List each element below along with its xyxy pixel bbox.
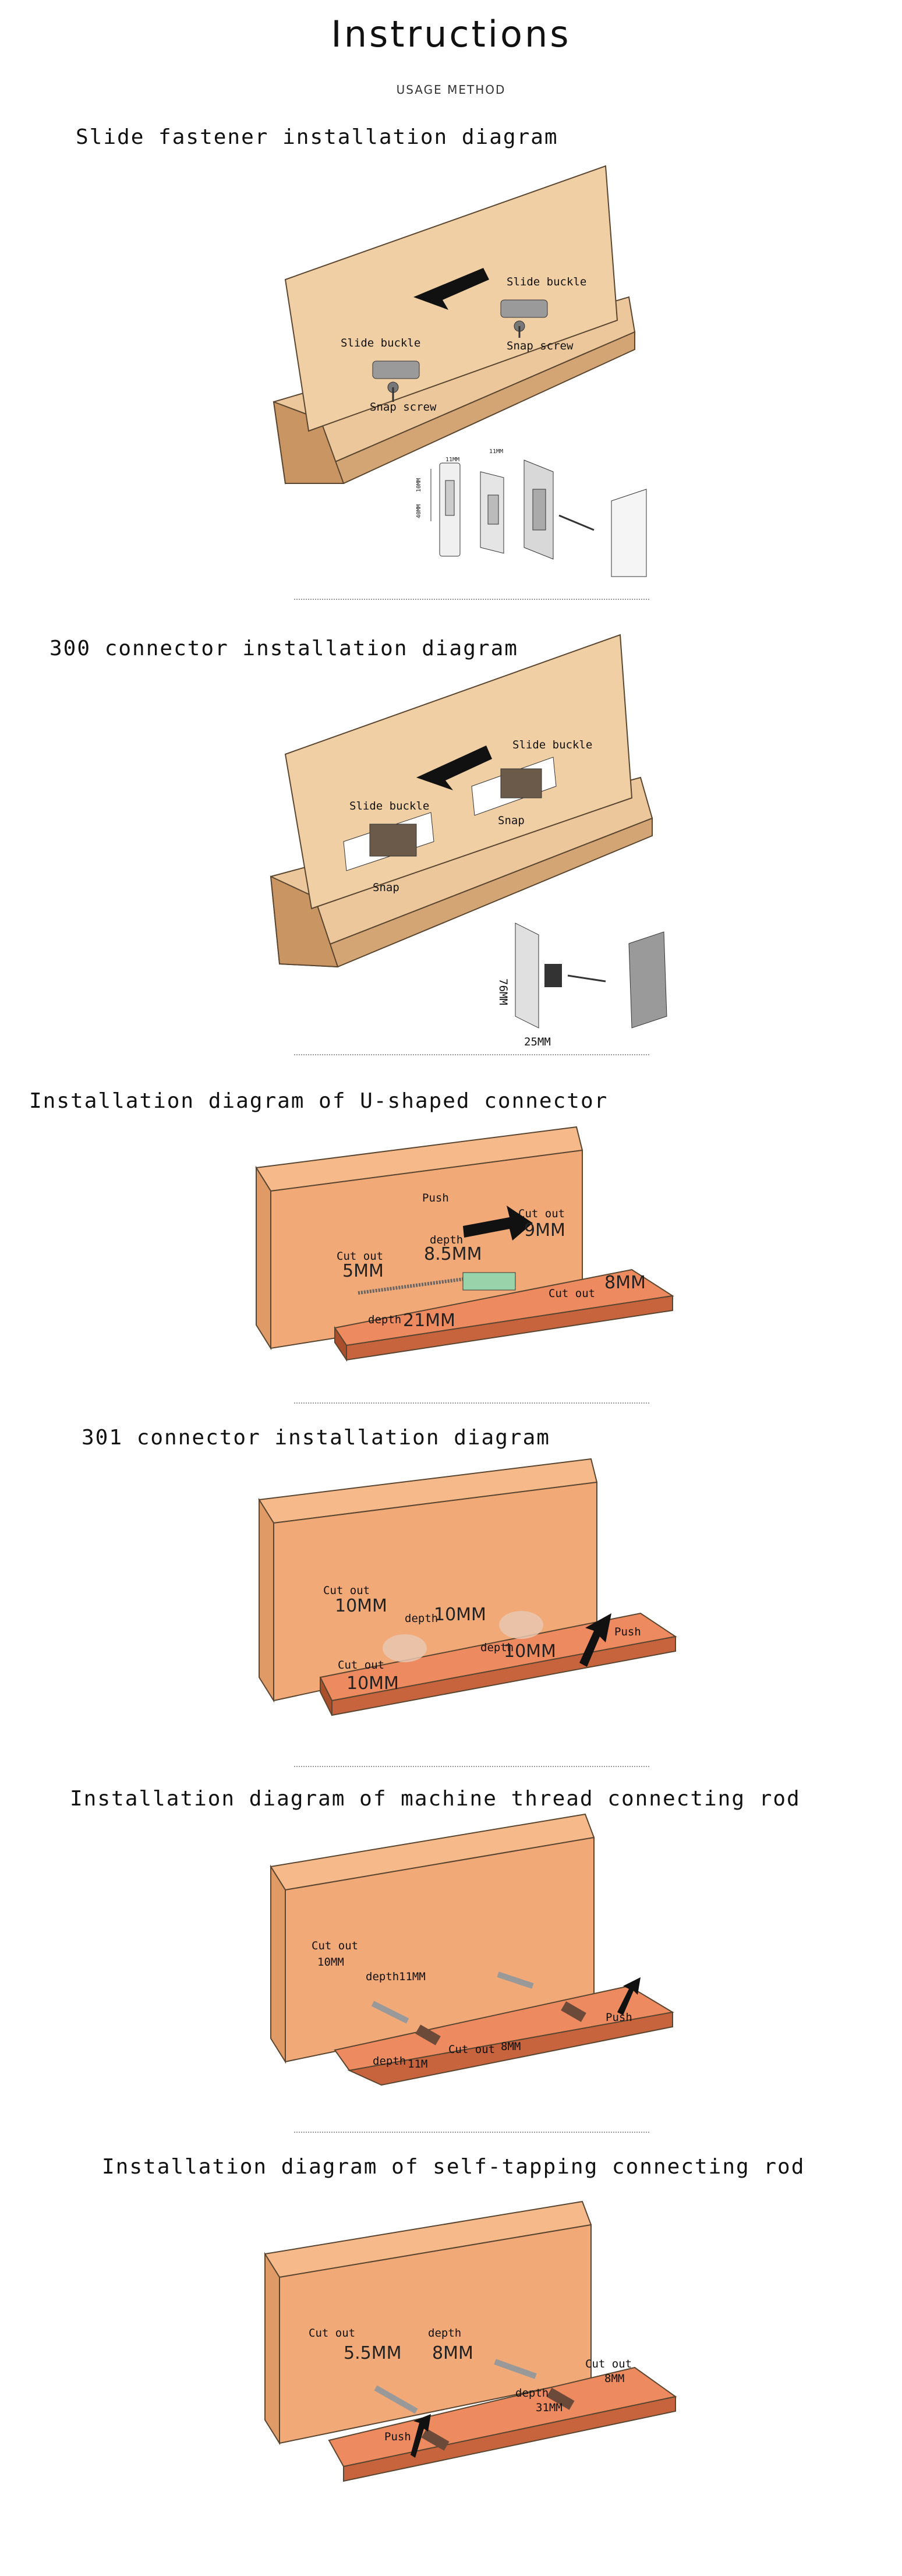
direction-arrow [413, 268, 489, 310]
svg-text:depth: depth [366, 1970, 399, 1983]
label-snap-screw-right: Snap screw [507, 340, 574, 352]
machine-thread-diagram: Cut out 10MM depth 11MM depth 11M Cut ou… [270, 1813, 674, 2086]
label-slide-buckle-left: Slide buckle [349, 800, 429, 812]
svg-text:11M: 11M [408, 2058, 427, 2070]
svg-text:10MM: 10MM [317, 1956, 344, 1969]
detail-drawing-3 [523, 460, 647, 577]
section-title-machine-thread: Installation diagram of machine thread c… [70, 1787, 801, 1811]
detail-drawing-1: 11MM 10MM 40MM [416, 457, 461, 557]
self-tapping-diagram: Cut out 5.5MM depth 8MM depth 31MM Cut o… [264, 2200, 677, 2482]
svg-text:10MM: 10MM [416, 478, 422, 492]
page-subtitle: USAGE METHOD [396, 83, 506, 97]
section-title-300-connector: 300 connector installation diagram [49, 637, 518, 660]
section-title-u-shaped: Installation diagram of U-shaped connect… [29, 1089, 609, 1113]
push-arrow [463, 1206, 533, 1241]
svg-text:depth: depth [405, 1612, 438, 1625]
section-divider [294, 2132, 649, 2133]
slide-fastener-diagram: Slide buckle Slide buckle Snap screw Sna… [273, 165, 647, 577]
svg-text:8MM: 8MM [501, 2040, 521, 2053]
section-title-slide-fastener: Slide fastener installation diagram [76, 125, 558, 149]
svg-text:10MM: 10MM [434, 1605, 486, 1625]
svg-text:5.5MM: 5.5MM [344, 2343, 401, 2363]
svg-text:Push: Push [614, 1626, 641, 1638]
connector-right [471, 757, 557, 816]
connector-300-diagram: Slide buckle Slide buckle Snap Snap 76MM… [270, 634, 667, 1048]
svg-text:10MM: 10MM [504, 1641, 556, 1662]
detail-drawing-300: 76MM 25MM [497, 923, 667, 1048]
push-arrow [579, 1613, 611, 1667]
upright-panel [284, 165, 618, 432]
svg-text:depth: depth [430, 1234, 463, 1246]
svg-text:11MM: 11MM [399, 1970, 426, 1983]
svg-text:11MM: 11MM [445, 457, 459, 463]
label-slide-buckle-right: Slide buckle [507, 275, 586, 288]
svg-text:Push: Push [422, 1192, 449, 1204]
svg-text:Cut out: Cut out [549, 1287, 595, 1300]
svg-text:Cut out: Cut out [338, 1659, 384, 1672]
svg-text:11MM: 11MM [489, 448, 503, 455]
svg-text:40MM: 40MM [416, 504, 422, 518]
svg-text:Push: Push [606, 2011, 632, 2024]
svg-text:Push: Push [384, 2430, 411, 2443]
svg-text:Cut out: Cut out [518, 1207, 565, 1220]
svg-text:21MM: 21MM [403, 1310, 455, 1331]
svg-text:Cut out: Cut out [312, 1939, 358, 1952]
svg-text:depth: depth [480, 1641, 514, 1654]
svg-text:depth: depth [428, 2327, 461, 2340]
svg-text:Cut out: Cut out [585, 2358, 632, 2370]
connector-301-diagram: Cut out 10MM depth 10MM Cut out 10MM dep… [258, 1458, 677, 1716]
svg-text:8MM: 8MM [432, 2343, 473, 2363]
section-divider [294, 1054, 649, 1055]
connector-left [343, 812, 434, 871]
push-arrow [617, 1977, 641, 2015]
svg-text:depth: depth [373, 2055, 406, 2068]
label-slide-buckle-left: Slide buckle [341, 337, 420, 349]
svg-text:10MM: 10MM [335, 1596, 387, 1616]
svg-text:Cut out: Cut out [323, 1584, 370, 1597]
slide-buckle-left [372, 361, 420, 402]
svg-text:8MM: 8MM [604, 2372, 624, 2385]
svg-text:25MM: 25MM [524, 1036, 551, 1048]
svg-text:76MM: 76MM [497, 978, 510, 1005]
page-title: Instructions [331, 13, 571, 55]
section-divider [294, 1766, 649, 1767]
svg-text:31MM: 31MM [536, 2401, 563, 2414]
detail-drawing-2: 11MM [480, 448, 504, 554]
svg-text:8.5MM: 8.5MM [424, 1244, 482, 1264]
label-snap-left: Snap [373, 881, 399, 894]
svg-text:Cut out: Cut out [337, 1250, 383, 1263]
svg-text:Cut out: Cut out [309, 2327, 355, 2340]
push-arrow [411, 2414, 431, 2458]
label-snap-right: Snap [498, 814, 525, 827]
svg-text:depth: depth [515, 2387, 549, 2400]
svg-text:9MM: 9MM [524, 1220, 565, 1241]
svg-text:5MM: 5MM [342, 1261, 384, 1281]
section-title-self-tapping: Installation diagram of self-tapping con… [102, 2155, 805, 2179]
section-divider [294, 1402, 649, 1404]
u-shaped-diagram: Push Cut out 9MM depth 8.5MM Cut out 5MM… [255, 1126, 674, 1362]
label-slide-buckle-right: Slide buckle [512, 738, 592, 751]
section-title-301-connector: 301 connector installation diagram [82, 1426, 550, 1450]
svg-text:10MM: 10MM [346, 1673, 399, 1694]
svg-text:8MM: 8MM [604, 1273, 646, 1293]
section-divider [294, 599, 649, 600]
direction-arrow [416, 745, 492, 790]
svg-text:Cut out: Cut out [448, 2043, 495, 2056]
label-snap-screw-left: Snap screw [370, 401, 437, 414]
svg-text:depth: depth [368, 1313, 401, 1326]
slide-buckle-right [500, 299, 548, 338]
